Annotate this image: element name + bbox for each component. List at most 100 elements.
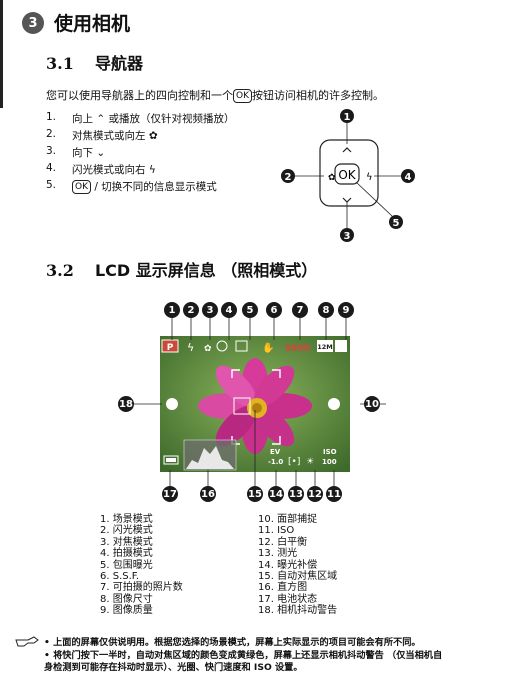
callout-5: 5 bbox=[393, 218, 400, 229]
lcd-callout: 7 bbox=[292, 302, 308, 318]
section-heading-navigator: 3.1 导航器 bbox=[46, 50, 143, 74]
callout-3: 3 bbox=[344, 231, 351, 242]
legend-item: 12. 白平衡 bbox=[258, 536, 308, 548]
legend-item: 17. 电池状态 bbox=[258, 593, 318, 605]
note-line: • 上面的屏幕仅供说明用。根据您选择的场景模式，屏幕上实际显示的项目可能会有所不… bbox=[44, 637, 421, 648]
callout-1: 1 bbox=[344, 112, 351, 123]
lcd-callout: 1 bbox=[164, 302, 180, 318]
chapter-badge: 3 bbox=[22, 12, 44, 34]
down-arrow-icon bbox=[342, 197, 352, 203]
callout-2: 2 bbox=[285, 172, 292, 183]
legend-item: 1. 场景模式 bbox=[100, 514, 153, 525]
lcd-callout: 12 bbox=[307, 486, 323, 502]
list-number: 2. bbox=[46, 128, 57, 140]
section-heading-lcd: 3.2 LCD 显示屏信息 （照相模式） bbox=[46, 257, 317, 281]
face-detect-icon bbox=[328, 398, 340, 410]
lcd-callout: 4 bbox=[221, 302, 237, 318]
legend-item: 16. 直方图 bbox=[258, 582, 308, 594]
ok-button-icon: OK bbox=[72, 180, 91, 194]
intro-text-2: 按钮访问相机的许多控制。 bbox=[252, 89, 384, 102]
battery-icon bbox=[163, 455, 179, 465]
lcd-callout: 8 bbox=[318, 302, 334, 318]
list-number: 5. bbox=[46, 179, 57, 191]
image-size-icon bbox=[317, 340, 333, 352]
histogram-curve bbox=[186, 446, 234, 469]
callout-4: 4 bbox=[405, 172, 412, 183]
legend-item: 18. 相机抖动警告 bbox=[258, 605, 338, 617]
section-title: 导航器 bbox=[94, 54, 143, 73]
scene-mode-label: P bbox=[167, 343, 174, 353]
navpad-outline bbox=[319, 139, 379, 207]
list-text: / 切换不同的信息显示模式 bbox=[91, 181, 217, 193]
legend-item: 7. 可拍摄的照片数 bbox=[100, 582, 183, 594]
macro-flower-icon: ✿ bbox=[328, 173, 336, 183]
flash-auto-icon: ϟ bbox=[187, 341, 194, 354]
list-text: 对焦模式或向左 ✿ bbox=[72, 130, 158, 142]
intro-text-1: 您可以使用导航器上的四向控制和一个 bbox=[46, 89, 233, 102]
section-number: 3.2 bbox=[46, 261, 74, 280]
list-text: 向下 ⌄ bbox=[72, 147, 106, 159]
legend-item: 11. ISO bbox=[258, 525, 295, 537]
note-line: 身检测到可能存在抖动时显示）、光圈、快门速度和 ISO 设置。 bbox=[44, 662, 303, 673]
up-arrow-icon bbox=[342, 147, 352, 153]
lcd-callout: 18 bbox=[118, 396, 134, 412]
scene-mode-icon bbox=[161, 339, 179, 353]
lcd-callout: 6 bbox=[266, 302, 282, 318]
shots-remaining: 9999 bbox=[285, 344, 310, 354]
white-balance-icon: ☀ bbox=[306, 457, 314, 467]
lcd-callout: 14 bbox=[268, 486, 284, 502]
shake-warning-icon bbox=[166, 398, 178, 410]
lcd-callout: 15 bbox=[247, 486, 263, 502]
ev-label: EV bbox=[270, 448, 281, 456]
legend-item: 10. 面部捕捉 bbox=[258, 514, 318, 525]
legend-right: 10. 面部捕捉 11. ISO 12. 白平衡 13. 测光 14. 曝光补偿… bbox=[258, 514, 337, 617]
section-number: 3.1 bbox=[46, 54, 74, 73]
legend-item: 6. S.S.F. bbox=[100, 570, 140, 582]
af-area-frame bbox=[231, 369, 281, 445]
chapter-title: 使用相机 bbox=[54, 13, 131, 35]
ssf-hand-icon: ✋ bbox=[262, 341, 274, 354]
lcd-callout: 3 bbox=[202, 302, 218, 318]
macro-icon: ✿ bbox=[204, 344, 212, 354]
lcd-callout: 17 bbox=[162, 486, 178, 502]
lcd-callout: 2 bbox=[183, 302, 199, 318]
list-number: 3. bbox=[46, 145, 57, 157]
legend-item: 14. 曝光补偿 bbox=[258, 559, 318, 571]
image-size-label: 12M bbox=[317, 343, 333, 351]
ok-key bbox=[334, 163, 360, 185]
lcd-callouts bbox=[134, 318, 386, 486]
left-margin-bar bbox=[0, 0, 3, 108]
list-number: 1. bbox=[46, 111, 57, 123]
note-line: • 将快门按下一半时，自动对焦区域的颜色变成黄绿色，屏幕上还显示相机抖动警告 （… bbox=[44, 649, 443, 661]
lcd-callout: 9 bbox=[338, 302, 354, 318]
iso-label: ISO bbox=[323, 448, 337, 456]
legend-item: 2. 闪光模式 bbox=[100, 525, 153, 537]
ev-value: -1.0 bbox=[268, 458, 283, 466]
lcd-callout: 11 bbox=[326, 486, 342, 502]
lcd-callout: 13 bbox=[288, 486, 304, 502]
legend-left: 1. 场景模式 2. 闪光模式 3. 对焦模式 4. 拍摄模式 5. 包围曝光 … bbox=[100, 514, 183, 617]
quality-icon bbox=[335, 340, 347, 352]
legend-item: 8. 图像尺寸 bbox=[100, 593, 153, 605]
metering-icon: [•] bbox=[288, 457, 300, 467]
navigator-diagram: ✿ ϟ OK 1 2 3 4 5 bbox=[281, 109, 415, 242]
note-block: • 上面的屏幕仅供说明用。根据您选择的场景模式，屏幕上实际显示的项目可能会有所不… bbox=[44, 637, 442, 675]
flash-icon: ϟ bbox=[366, 172, 373, 183]
legend-item: 15. 自动对焦区域 bbox=[258, 570, 338, 582]
legend-item: 13. 测光 bbox=[258, 548, 298, 560]
list-number: 4. bbox=[46, 162, 57, 174]
ok-key-label: OK bbox=[338, 168, 356, 182]
lcd-callout: 16 bbox=[200, 486, 216, 502]
note-hand-icon bbox=[15, 636, 39, 647]
iso-value: 100 bbox=[322, 458, 337, 466]
bracket-icon bbox=[235, 340, 248, 352]
section-title: LCD 显示屏信息 （照相模式） bbox=[94, 261, 318, 280]
legend-item: 3. 对焦模式 bbox=[100, 536, 153, 548]
ok-button-icon: OK bbox=[233, 89, 252, 103]
list-text: 闪光模式或向右 ϟ bbox=[72, 164, 156, 176]
list-text: 向上 ⌃ 或播放（仅针对视频播放） bbox=[72, 113, 235, 125]
self-timer-icon bbox=[216, 340, 228, 352]
lcd-callout: 5 bbox=[242, 302, 258, 318]
legend-item: 9. 图像质量 bbox=[100, 605, 153, 617]
